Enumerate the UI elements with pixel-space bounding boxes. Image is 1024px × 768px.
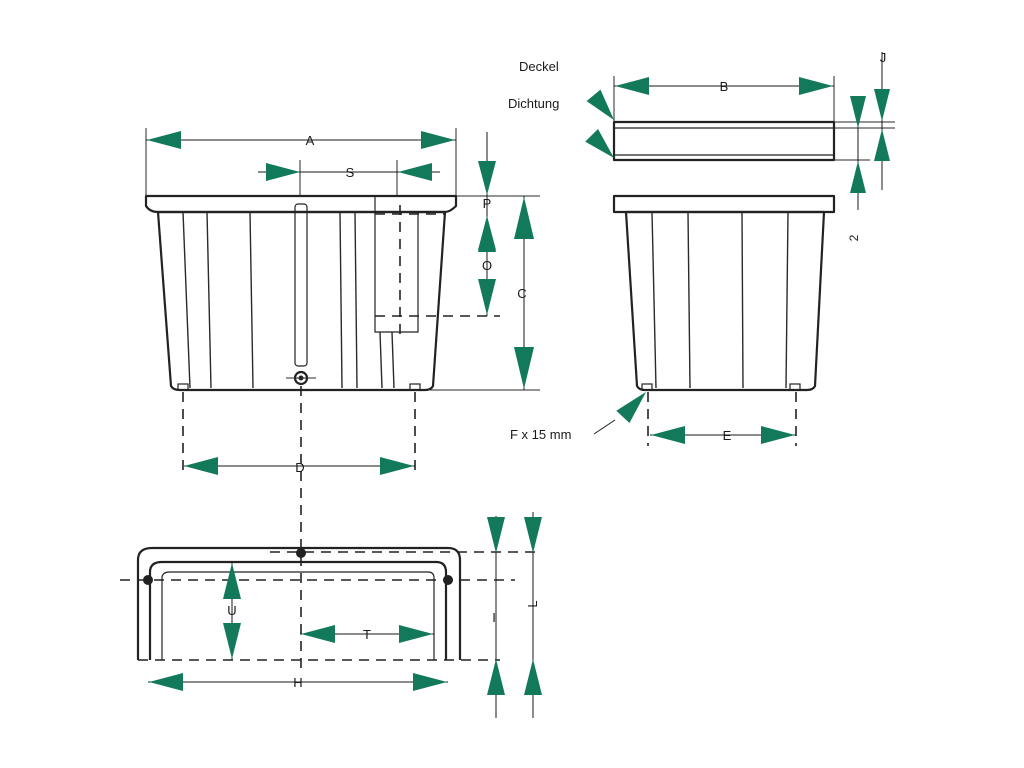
dimension-arrowhead (615, 77, 649, 95)
front-rib (354, 211, 358, 389)
dimension-arrowhead (616, 392, 646, 423)
front-rib (339, 211, 343, 389)
dimension-arrowhead (413, 673, 447, 691)
dim-label-s: S (346, 165, 355, 180)
dim-label-l: L (525, 600, 540, 607)
front-body (156, 210, 447, 392)
dimension-arrowhead (651, 426, 685, 444)
dimension-arrowhead (478, 279, 496, 315)
dimension-arrowhead (478, 161, 496, 195)
front-rib (249, 211, 254, 389)
front-centre-slot (294, 203, 308, 367)
label-dichtung: Dichtung (508, 96, 559, 111)
side-foot (789, 383, 801, 391)
dim-label-j: J (880, 50, 887, 65)
label-f15: F x 15 mm (510, 427, 571, 442)
dimension-arrowhead (874, 89, 890, 121)
dimension-arrowhead (478, 216, 496, 252)
front-foot (409, 383, 421, 391)
side-rib (687, 211, 691, 389)
front-rib (379, 331, 383, 389)
dimension-arrowhead (761, 426, 795, 444)
dimension-lines (146, 52, 883, 718)
dimension-arrowhead (149, 673, 183, 691)
dim-label-p: P (483, 196, 492, 211)
dimension-arrowhead (487, 659, 505, 695)
dim-label-o: O (482, 258, 492, 273)
dimension-arrowhead (799, 77, 833, 95)
dim-label-d: D (295, 460, 304, 475)
dim-label-h: H (293, 675, 302, 690)
dimension-arrowhead (850, 96, 866, 128)
side-rim (612, 194, 836, 214)
dim-label-b: B (720, 79, 729, 94)
plan-pivot-left (143, 575, 153, 585)
extension-lines (145, 76, 895, 391)
side-rib (651, 211, 657, 389)
plan-view (120, 546, 540, 661)
front-rib (206, 211, 212, 389)
dimension-arrowhead (398, 163, 432, 181)
dim-label-a: A (306, 133, 315, 148)
dimension-arrowhead (874, 129, 890, 161)
dimension-arrowhead (850, 161, 866, 193)
dimension-arrows (147, 77, 890, 695)
side-foot (641, 383, 653, 391)
side-view (612, 120, 836, 392)
dimension-arrowhead (147, 131, 181, 149)
lid (612, 120, 836, 162)
plan-inner-lip (161, 571, 435, 660)
front-foot (177, 383, 189, 391)
dimension-arrowhead (380, 457, 414, 475)
dim-label-2: 2 (847, 234, 861, 241)
plan-outer (136, 546, 462, 660)
front-rib (182, 211, 191, 389)
dimension-arrowhead (487, 517, 505, 553)
dim-label-c: C (517, 286, 526, 301)
dimension-arrowhead (585, 128, 614, 158)
label-deckel: Deckel (519, 59, 559, 74)
side-body (624, 210, 826, 392)
plan-pivot-right (443, 575, 453, 585)
side-rib (785, 211, 789, 389)
dimension-arrowhead (421, 131, 455, 149)
dimension-arrowhead (223, 623, 241, 659)
front-view (144, 194, 458, 392)
dimension-arrowhead (524, 517, 542, 553)
dim-label-i: I (492, 610, 496, 625)
dimension-arrowhead (524, 659, 542, 695)
dimension-arrowhead (184, 457, 218, 475)
dim-label-u: U (227, 603, 236, 618)
dimension-arrowhead (301, 625, 335, 643)
dimension-labels: A S P O C D B J 2 E T U H I L Deckel Dic… (227, 50, 886, 690)
plan-drain (296, 548, 306, 558)
dim-label-t: T (363, 627, 371, 642)
front-rib (391, 331, 395, 389)
side-rib (741, 211, 744, 389)
dimension-arrowhead (586, 89, 614, 120)
dimension-arrowhead (223, 563, 241, 599)
plan-inner (148, 560, 448, 660)
dimension-arrowhead (514, 347, 534, 389)
dimension-arrowhead (399, 625, 433, 643)
front-inner-box (374, 196, 419, 333)
dim-label-e: E (723, 428, 732, 443)
dimension-arrowhead (514, 197, 534, 239)
dimension-arrowhead (266, 163, 300, 181)
